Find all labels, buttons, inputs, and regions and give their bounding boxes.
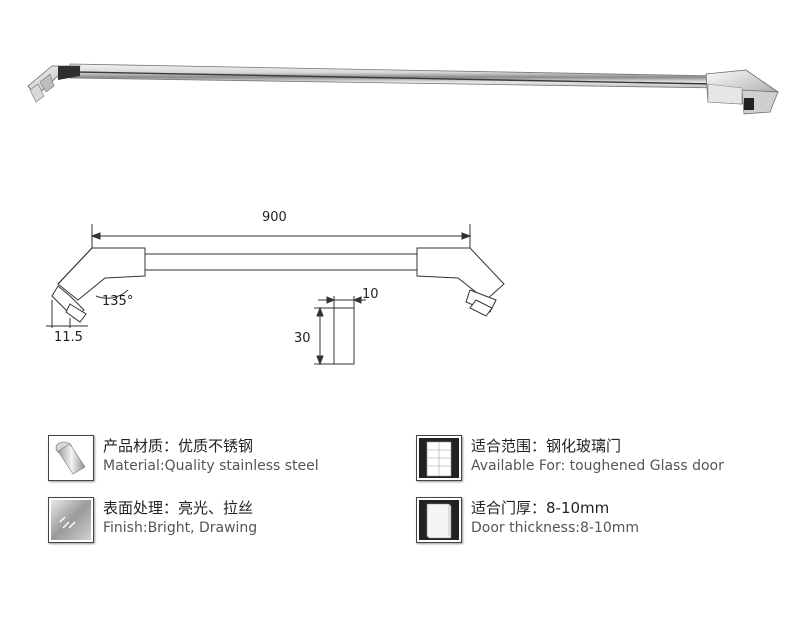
spec-application-cn: 适合范围：钢化玻璃门 [471,437,622,455]
right-clamp [705,69,779,115]
spec-material: 产品材质：优质不锈钢 Material:Quality stainless st… [48,435,388,487]
right-fitting-outline [416,247,505,317]
spec-finish: 表面处理：亮光、拉丝 Finish:Bright, Drawing [48,497,388,549]
spec-door-thickness-en: Door thickness:8-10mm [471,520,640,536]
spec-material-cn: 产品材质：优质不锈钢 [103,437,254,455]
height-label: 30 [294,331,311,346]
left-fitting-outline [51,247,146,323]
spec-application-en: Available For: toughened Glass door [471,458,724,474]
profile-section-outline [333,307,355,365]
spec-door-thickness-cn: 适合门厚：8-10mm [471,499,610,517]
spec-finish-cn: 表面处理：亮光、拉丝 [103,499,254,517]
spec-finish-en: Finish:Bright, Drawing [103,520,258,536]
brushed-surface-icon [48,497,94,543]
angle-arc [95,289,129,299]
spec-application: 适合范围：钢化玻璃门 Available For: toughened Glas… [416,435,756,487]
glass-panel-icon [416,497,462,543]
offset-label: 11.5 [54,330,83,345]
angle-label: 135° [102,294,134,309]
spec-material-en: Material:Quality stainless steel [103,458,319,474]
cylinder-icon [48,435,94,481]
length-label: 900 [262,210,287,225]
bar-outline [144,253,418,271]
left-clamp [27,65,81,103]
glass-door-icon [416,435,462,481]
spec-door-thickness: 适合门厚：8-10mm Door thickness:8-10mm [416,497,756,549]
thickness-label: 10 [362,287,379,302]
